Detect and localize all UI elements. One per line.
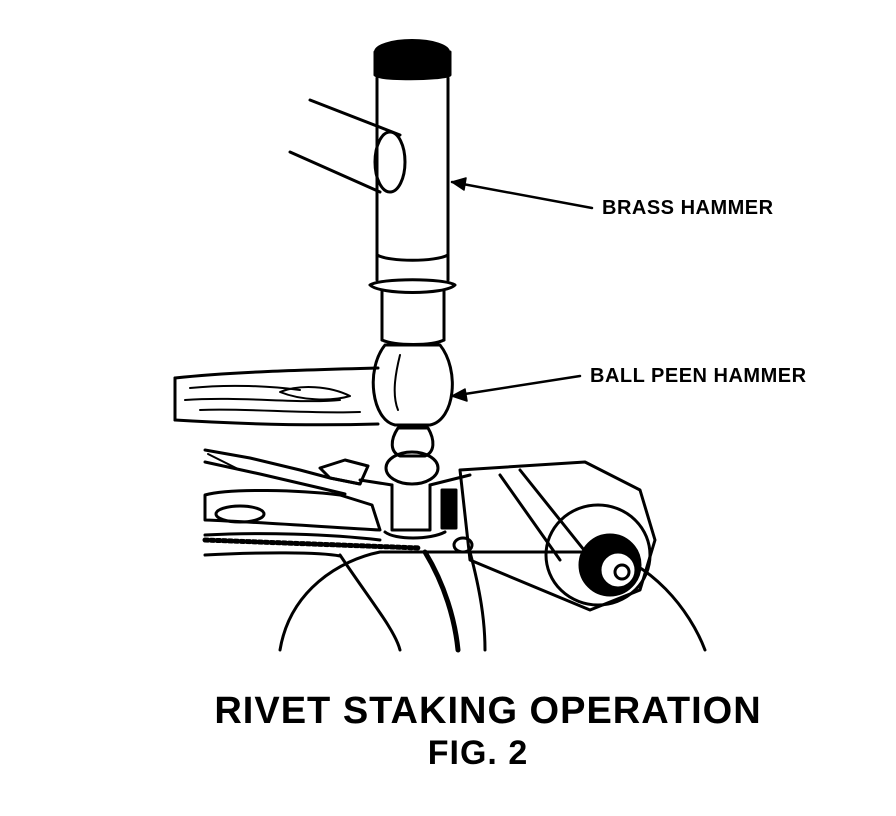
ball-peen-handle: [173, 366, 380, 427]
figure-caption-title: RIVET STAKING OPERATION: [214, 690, 762, 732]
gear-plate: [202, 489, 423, 558]
rivet-bracket: [358, 473, 474, 554]
figure-number: FIG. 2: [427, 734, 529, 772]
link-arm: [203, 448, 370, 496]
ball-peen-hammer-label: BALL PEEN HAMMER: [590, 365, 807, 387]
wiper-motor: [458, 460, 657, 612]
ball-peen-leader: [450, 374, 582, 402]
brass-hammer-handle: [288, 98, 407, 194]
motor-housing: [278, 549, 707, 653]
brass-hammer-leader: [450, 177, 594, 210]
brass-hammer-label: BRASS HAMMER: [602, 197, 774, 219]
brass-hammer-head: [368, 39, 457, 346]
ball-peen-head: [371, 343, 454, 486]
